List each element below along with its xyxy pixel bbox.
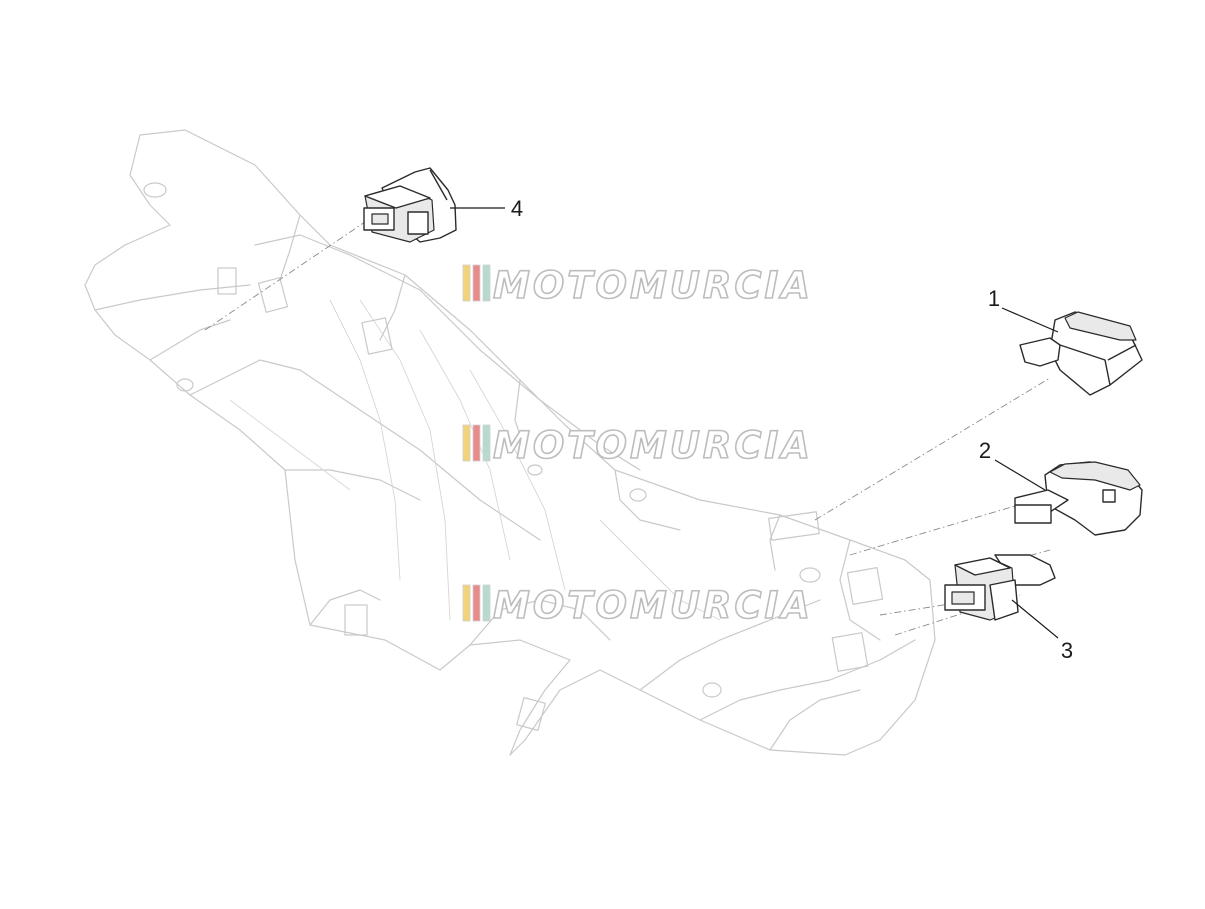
part-3-switch [944,554,1056,621]
leader-lines [450,207,1059,639]
watermark-text: MOTOMURCIA [493,584,813,627]
part-4-switch [363,167,457,243]
part-2-push-button [1014,461,1143,536]
callout-2: 2 [979,438,991,463]
part-1-switch-housing [1019,311,1143,396]
callout-3: 3 [1061,638,1073,663]
watermark-middle: MOTOMURCIA [462,423,813,468]
callout-1: 1 [988,286,1000,311]
watermark-text: MOTOMURCIA [493,424,813,467]
handlebar-cover-outline [84,129,936,756]
callout-4: 4 [511,196,523,221]
watermark-top: MOTOMURCIA [462,263,813,308]
callout-labels: 4 1 2 3 [511,196,1073,663]
watermark-text: MOTOMURCIA [493,264,813,307]
watermark-bottom: MOTOMURCIA [462,583,813,628]
